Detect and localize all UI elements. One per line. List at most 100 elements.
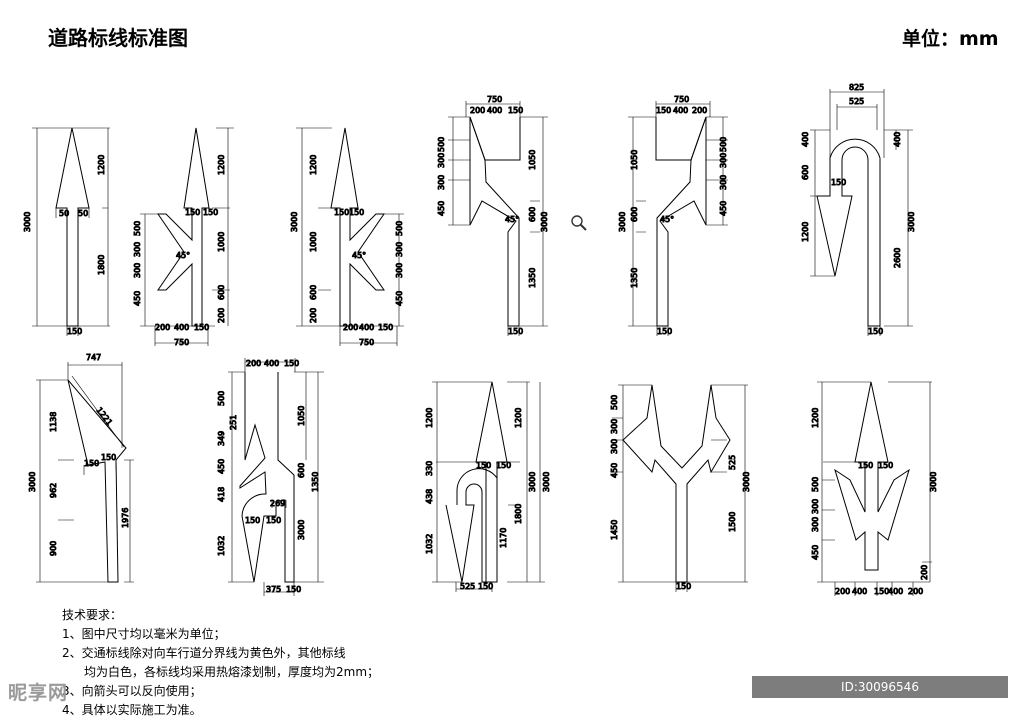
dim-label: 3000 <box>742 472 751 492</box>
dim-label: 1500 <box>728 512 737 532</box>
dim-label: 349 <box>217 431 226 446</box>
dim-label: 150 <box>286 585 301 594</box>
dim-label: 45° <box>505 215 519 224</box>
dim-label: 1050 <box>297 406 306 426</box>
dim-label: 525 <box>849 97 864 106</box>
dim-label: 418 <box>217 487 226 502</box>
dim-label: 1050 <box>528 150 537 170</box>
arrow-left-uturn <box>228 358 324 596</box>
dim-label: 300 <box>610 439 619 454</box>
arrow-straight-right-alt <box>296 127 404 346</box>
dim-label: 400 <box>264 359 279 368</box>
dim-label: 150 <box>508 106 523 115</box>
dim-label: 3000 <box>290 212 299 232</box>
watermark-logo: 昵享网 <box>8 682 69 704</box>
dim-label: 300 <box>719 175 728 190</box>
dim-label: 1200 <box>801 222 810 242</box>
dim-label: 200 <box>309 308 318 323</box>
dim-label: 150 <box>378 323 393 332</box>
dim-label: 1450 <box>610 520 619 540</box>
arrow-straight <box>32 127 110 336</box>
dim-label: 150 <box>878 461 893 470</box>
dim-label: 750 <box>487 95 502 104</box>
dim-label: 45° <box>176 251 190 260</box>
dim-label: 1032 <box>425 534 434 554</box>
dim-label: 200 <box>692 106 707 115</box>
magnifier-icon[interactable] <box>570 214 588 236</box>
dim-label: 450 <box>811 545 820 560</box>
dim-label: 962 <box>49 483 58 498</box>
dim-label: 825 <box>849 83 864 92</box>
dim-label: 200 <box>155 323 170 332</box>
dim-label: 150 <box>478 582 493 591</box>
dim-label: 150 <box>266 516 281 525</box>
dim-label: 150 <box>185 208 200 217</box>
note-item: 1、图中尺寸均以毫米为单位； <box>62 627 226 641</box>
dim-label: 1200 <box>425 408 434 428</box>
dim-label: 3000 <box>540 212 549 232</box>
dim-label: 45° <box>660 215 674 224</box>
dim-label: 1221 <box>94 406 114 428</box>
dim-label: 600 <box>630 207 639 222</box>
dim-label: 1800 <box>97 255 106 275</box>
dim-label: 375 <box>266 585 281 594</box>
dim-label: 200 <box>217 308 226 323</box>
notes-heading: 技术要求： <box>62 608 123 622</box>
dim-label: 500 <box>437 137 446 152</box>
dim-label: 3000 <box>929 472 938 492</box>
dim-label: 600 <box>309 285 318 300</box>
arrow-straight-right <box>140 127 234 346</box>
dim-label: 1032 <box>217 536 226 556</box>
dim-label: 150 <box>334 208 349 217</box>
arrow-left-right <box>612 384 748 592</box>
dim-label: 1200 <box>97 155 106 175</box>
note-item: 3、向箭头可以反向使用； <box>62 684 202 698</box>
dim-label: 600 <box>217 285 226 300</box>
dim-label: 300 <box>719 153 728 168</box>
dim-label: 200 <box>835 587 850 596</box>
dim-label: 300 <box>395 263 404 278</box>
dim-label: 150 <box>874 587 889 596</box>
dim-label: 300 <box>133 263 142 278</box>
dim-label: 150 <box>831 178 846 187</box>
dim-label: 525 <box>728 455 737 470</box>
dim-label: 400 <box>893 132 902 147</box>
dim-label: 3000 <box>23 212 32 232</box>
dim-label: 300 <box>395 242 404 257</box>
dim-label: 400 <box>174 323 189 332</box>
dim-label: 1350 <box>528 268 537 288</box>
dim-label: 1200 <box>811 408 820 428</box>
dim-label: 150 <box>101 453 116 462</box>
unit-label: 单位：mm <box>902 28 999 50</box>
dim-label: 150 <box>858 461 873 470</box>
dim-label: 500 <box>610 395 619 410</box>
dim-label: 251 <box>229 415 238 430</box>
dim-label: 900 <box>49 541 58 556</box>
watermark-id: ID:30096546 NO:20250619093644173100 <box>752 676 1008 716</box>
dim-label: 150 <box>203 208 218 217</box>
dim-label: 525 <box>460 582 475 591</box>
dim-label: 1000 <box>217 232 226 252</box>
dim-label: 150 <box>676 582 691 591</box>
note-item: 均为白色，各标线均采用热熔漆划制，厚度均为2mm； <box>84 665 380 679</box>
dim-label: 1050 <box>630 150 639 170</box>
dim-label: 450 <box>133 291 142 306</box>
dim-label: 450 <box>395 291 404 306</box>
dim-label: 450 <box>217 459 226 474</box>
dim-label: 400 <box>673 106 688 115</box>
drawing-title: 道路标线标准图 <box>48 26 188 50</box>
dim-label: 150 <box>508 327 523 336</box>
dim-label: 300 <box>437 153 446 168</box>
dim-label: 150 <box>868 327 883 336</box>
dim-label: 438 <box>425 489 434 504</box>
dim-label: 150 <box>476 461 491 470</box>
dim-label: 330 <box>425 461 434 476</box>
dim-label: 750 <box>174 338 189 347</box>
dim-label: 150 <box>194 323 209 332</box>
arrow-merge <box>36 362 134 583</box>
dim-label: 1200 <box>309 155 318 175</box>
dim-label: 3000 <box>618 212 627 232</box>
arrow-straight-uturn <box>432 381 545 592</box>
dim-label: 200 <box>908 587 923 596</box>
